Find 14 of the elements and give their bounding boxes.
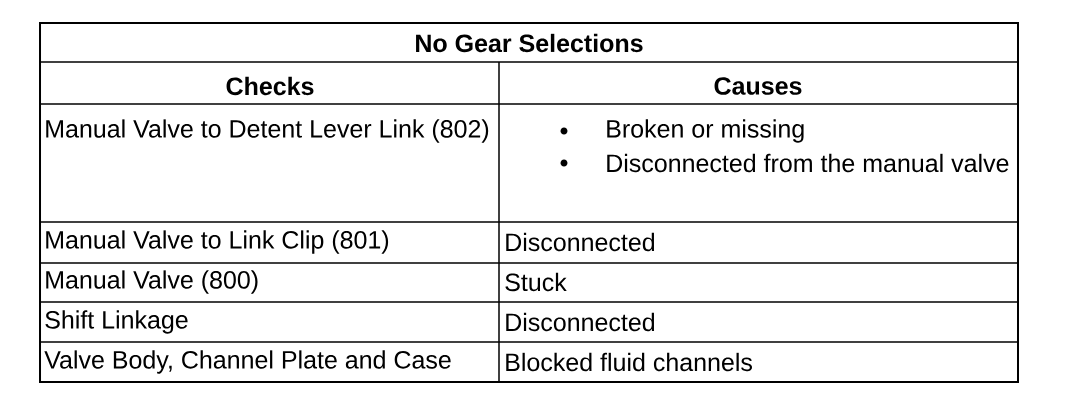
table-title: No Gear Selections (416, 33, 643, 53)
column-header: Checks (226, 76, 314, 96)
table-cell: Disconnected from the manual valve (607, 153, 1009, 173)
table-cell: Stuck (505, 272, 567, 292)
table-cell: Manual Valve (800) (46, 270, 258, 294)
table-cell: Manual Valve to Link Clip (801) (46, 230, 389, 254)
table-cell: Broken or missing (607, 119, 804, 143)
table-cell: Disconnected (506, 312, 655, 332)
table-cell: Blocked fluid channels (506, 352, 752, 372)
table-cell: Valve Body, Channel Plate and Case (44, 350, 451, 374)
table-cell: Manual Valve to Detent Lever Link (802) (46, 119, 489, 143)
table-cell: Shift Linkage (45, 310, 188, 334)
column-header: Causes (714, 77, 802, 95)
table-cell: Disconnected (506, 232, 655, 252)
